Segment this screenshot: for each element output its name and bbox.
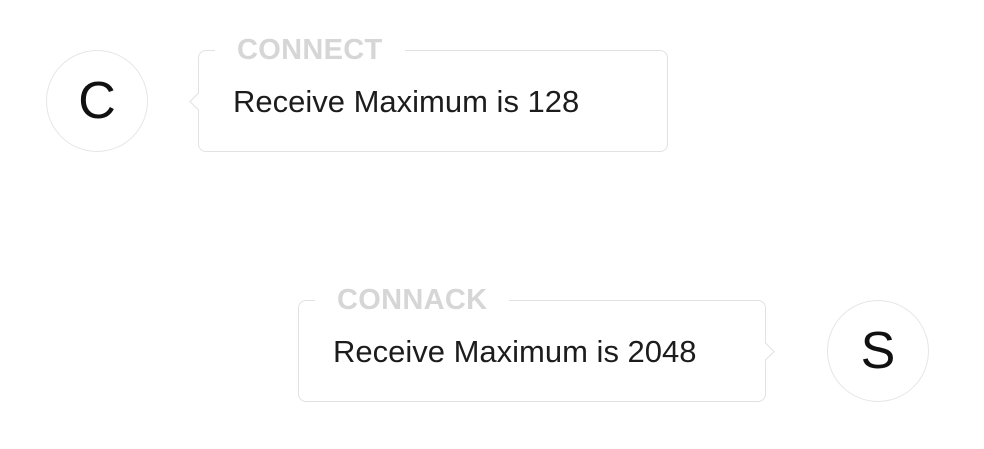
- connack-bubble-pointer: [756, 342, 775, 361]
- server-avatar: S: [827, 300, 929, 402]
- connect-message-title: CONNECT: [215, 35, 405, 65]
- connack-message-title: CONNACK: [315, 285, 510, 315]
- connack-message-bubble: CONNACK Receive Maximum is 2048: [298, 285, 775, 402]
- client-avatar: C: [46, 50, 148, 152]
- client-avatar-label: C: [78, 72, 116, 130]
- connect-bubble-pointer: [189, 92, 208, 111]
- connect-message-text: Receive Maximum is 128: [233, 84, 580, 119]
- connect-message-bubble: CONNECT Receive Maximum is 128: [189, 35, 668, 152]
- server-avatar-label: S: [860, 322, 896, 380]
- connack-message-text: Receive Maximum is 2048: [333, 334, 697, 369]
